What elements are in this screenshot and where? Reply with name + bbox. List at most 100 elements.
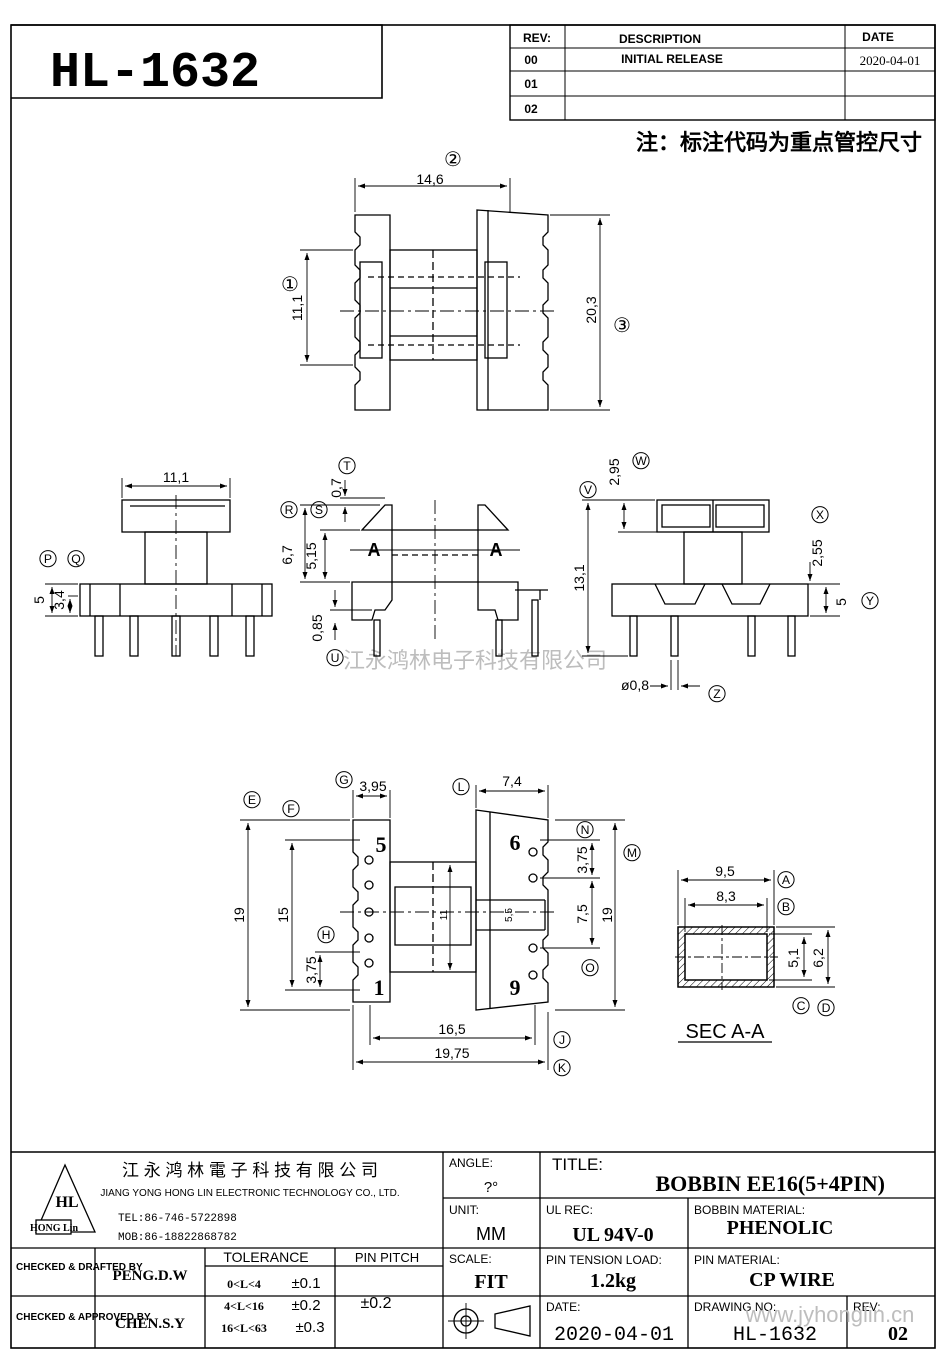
front-view: [45, 478, 273, 657]
ref-code-circle: [623, 844, 641, 862]
label-views-side-codes-1: R: [285, 503, 294, 517]
ref-code-circle: [792, 997, 810, 1015]
label-views-bottom-d8: 19: [599, 907, 615, 923]
label-views-bottom-d10: 19,75: [434, 1045, 469, 1061]
label-title_block-drawing_no_label: DRAWING NO:: [694, 1300, 776, 1314]
top-view: [300, 178, 610, 411]
label-views-side-section: A: [368, 540, 381, 560]
section-view: [675, 870, 835, 1043]
ref-code-circle: [338, 457, 356, 475]
front-view-labels: 11,1 5 3,4 P Q: [31, 469, 189, 610]
label-views-top-codes-0: ②: [444, 149, 462, 171]
label-title_block-unit_label: UNIT:: [449, 1203, 479, 1217]
logo-mark: HL: [55, 1194, 78, 1211]
label-views-section-h2: 6,2: [810, 948, 826, 968]
label-views-section-h1: 5,1: [785, 948, 801, 968]
label-views-bottom-codes-4: N: [581, 823, 590, 837]
label-views-bottom-pins-0: 5: [376, 832, 387, 857]
ref-code-circle: [67, 550, 85, 568]
label-title_block-rev_value: 02: [888, 1323, 908, 1345]
ref-code-circle: [310, 501, 328, 519]
label-views-bottom-codes-5: M: [627, 846, 637, 860]
label-title_block-tolerance_rows-0-value: ±0.1: [291, 1275, 320, 1292]
ref-code-circle: [243, 791, 261, 809]
title-block-text: HL HONG Lin 江 永 鸿 林 電 子 科 技 有 限 公 司 JIAN…: [16, 1155, 914, 1347]
label-views-bottom-codes-2: G: [339, 773, 349, 787]
label-views-top-height: 20,3: [583, 296, 599, 323]
ref-code-circle: [335, 771, 353, 789]
label-title_block-ul_label: UL REC:: [546, 1203, 593, 1217]
rev-row-0-desc: INITIAL RELEASE: [621, 52, 723, 66]
revision-table: REV: DESCRIPTION DATE 00 INITIAL RELEASE…: [509, 24, 936, 121]
label-title_block-checked_approved_value: CHEN.S.Y: [115, 1316, 185, 1332]
ref-code-circle: [811, 506, 829, 524]
ref-code-circle: [553, 1059, 571, 1077]
ref-code-circle: [576, 821, 594, 839]
label-views-front-width: 11,1: [163, 469, 189, 485]
label-title_block-scale_label: SCALE:: [449, 1252, 492, 1266]
label-views-back-d2: 13,1: [571, 564, 587, 591]
label-title_block-pin_material_label: PIN MATERIAL:: [694, 1253, 780, 1267]
label-views-bottom-d5: 3,75: [303, 956, 319, 983]
label-views-bottom-d12: 5,5: [504, 908, 515, 922]
control-note: 注：标注代码为重点管控尺寸: [636, 130, 922, 155]
label-views-bottom-d1: 3,95: [359, 778, 386, 794]
label-title_block-title_label: TITLE:: [552, 1155, 603, 1174]
title-block: [11, 1151, 935, 1348]
bottom-view-labels: 3,95 7,4 19 15 3,75 3,75 7,5 19 16,5 19,…: [231, 771, 641, 1077]
ref-code-circle: [282, 800, 300, 818]
label-views-bottom-d6: 3,75: [574, 846, 590, 873]
label-views-section-codes-2: C: [797, 999, 806, 1013]
label-views-back-codes-2: X: [816, 508, 824, 522]
label-views-side-d2: 6,7: [279, 545, 295, 565]
label-title_block-tolerance_rows-1-value: ±0.2: [291, 1297, 320, 1314]
label-title_block-pin_pitch_label: PIN PITCH: [355, 1250, 419, 1265]
bottom-view: [240, 785, 625, 1070]
label-title_block-checked_approved_label: CHECKED & APPROVED BY: [16, 1312, 151, 1323]
label-title_block-date_value: 2020-04-01: [554, 1324, 674, 1347]
ref-code-circle: [777, 871, 795, 889]
ref-code-circle: [317, 926, 335, 944]
ref-code-circle: [777, 898, 795, 916]
rev-row-2: 02: [524, 102, 538, 116]
label-views-bottom-pins-2: 1: [374, 975, 385, 1000]
label-views-front-codes-1: Q: [71, 552, 81, 566]
label-views-bottom-d4: 15: [275, 907, 291, 923]
label-views-back-codes-3: Y: [866, 594, 874, 608]
label-views-back-pin: ø0,8: [621, 677, 649, 693]
drawing-number-box: HL-1632: [11, 24, 383, 102]
company-cn: 江 永 鸿 林 電 子 科 技 有 限 公 司: [122, 1161, 378, 1180]
label-views-front-base_h2: 3,4: [51, 590, 67, 610]
label-views-top-inner: 11,1: [289, 295, 305, 321]
label-views-bottom-pins-3: 9: [510, 975, 521, 1000]
label-title_block-tolerance_rows-0-range: 0<L<4: [227, 1277, 261, 1291]
label-title_block-pin_tension_label: PIN TENSION LOAD:: [546, 1253, 662, 1267]
label-views-section-w2: 8,3: [716, 888, 736, 904]
label-views-section-label: SEC A-A: [686, 1021, 766, 1043]
label-views-front-codes-0: P: [44, 552, 52, 566]
label-views-bottom-d3: 19: [231, 907, 247, 923]
label-title_block-bobbin_material_value: PHENOLIC: [727, 1217, 834, 1239]
section-view-labels: 9,5 8,3 5,1 6,2 SEC A-A A B C D: [686, 863, 835, 1043]
drawing-number: HL-1632: [50, 45, 260, 102]
label-views-side-d1: 0,7: [328, 478, 344, 498]
rev-row-0-date: 2020-04-01: [860, 53, 921, 68]
label-views-back-codes-4: Z: [713, 687, 721, 701]
label-views-bottom-d11: 11: [439, 909, 450, 920]
label-title_block-unit_value: MM: [476, 1224, 506, 1244]
label-views-front-base_h: 5: [31, 596, 47, 604]
description-header: DESCRIPTION: [619, 32, 701, 46]
date-header: DATE: [862, 30, 894, 44]
label-title_block-drawing_no_value: HL-1632: [733, 1324, 817, 1347]
label-title_block-checked_drafted_value: PENG.D.W: [113, 1268, 188, 1284]
label-views-top-codes-1: ①: [281, 274, 299, 296]
label-views-back-codes-1: V: [584, 483, 593, 497]
label-title_block-pin_material_value: CP WIRE: [749, 1269, 835, 1291]
label-title_block-date_label: DATE:: [546, 1300, 580, 1314]
side-view-labels: 0,7 6,7 5,15 0,85 A A T R S U: [279, 457, 503, 667]
ref-code-circle: [553, 1031, 571, 1049]
ref-code-circle: [708, 685, 726, 703]
part-title: BOBBIN EE16(5+4PIN): [655, 1171, 885, 1196]
ref-code-circle: [632, 452, 650, 470]
